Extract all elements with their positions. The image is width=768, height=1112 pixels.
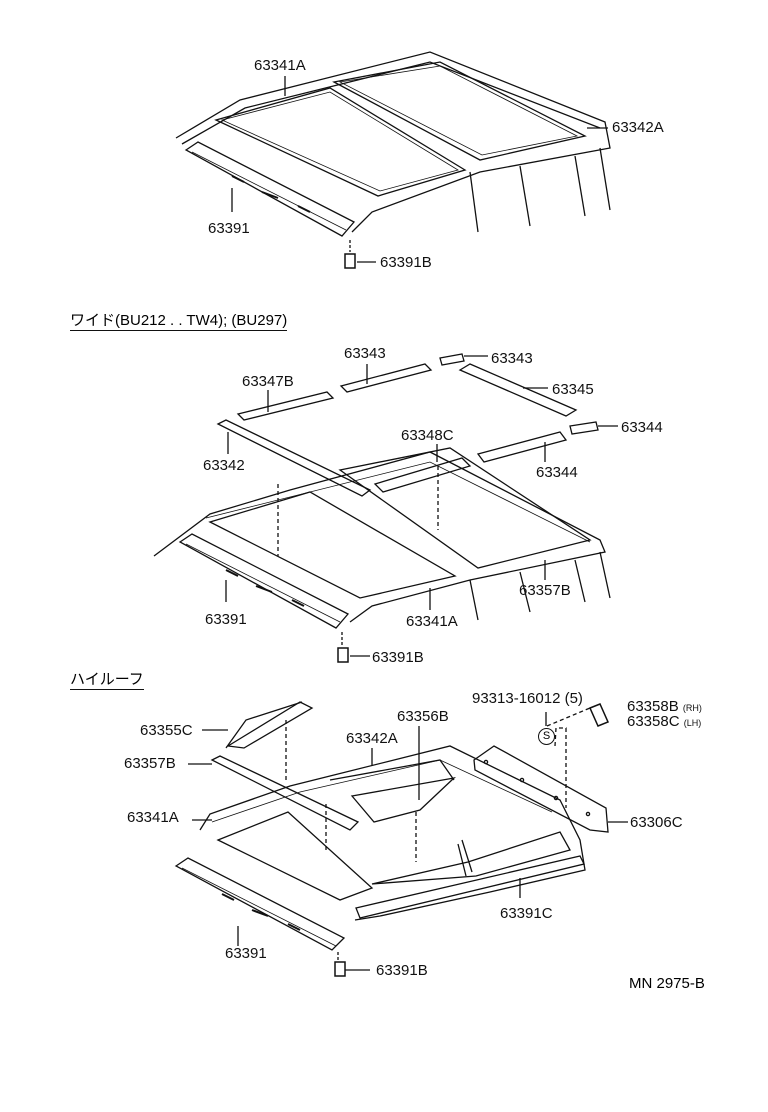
label-63343-a: 63343 xyxy=(344,345,386,362)
label-93313-16012: 93313-16012 (5) xyxy=(472,691,583,706)
label-63357b: 63357B xyxy=(519,582,571,599)
label-63391-s3: 63391 xyxy=(225,945,267,962)
section-heading-high-roof-text: ハイルーフ xyxy=(70,671,144,690)
label-63356b: 63356B xyxy=(397,708,449,725)
roof-assembly-standard xyxy=(175,51,611,269)
diagram-code: MN 2975-B xyxy=(629,975,705,992)
label-63391b-s3: 63391B xyxy=(376,962,428,979)
label-63344-b: 63344 xyxy=(536,464,578,481)
label-63344-a: 63344 xyxy=(621,419,663,436)
label-63358b-text: 63358B xyxy=(627,698,679,715)
label-63345: 63345 xyxy=(552,381,594,398)
label-63341a: 63341A xyxy=(254,57,306,74)
label-63348c: 63348C xyxy=(401,427,454,444)
label-63391b-s2: 63391B xyxy=(372,649,424,666)
label-63391b: 63391B xyxy=(380,254,432,271)
label-63342: 63342 xyxy=(203,457,245,474)
s-symbol-icon: S xyxy=(538,728,555,745)
label-63391-s2: 63391 xyxy=(205,611,247,628)
roof-assembly-wide xyxy=(153,353,618,663)
label-63391: 63391 xyxy=(208,220,250,237)
label-63341a-s2: 63341A xyxy=(406,613,458,630)
bolt-quantity: (5) xyxy=(564,690,583,707)
section-heading-high-roof: ハイルーフ xyxy=(70,671,144,690)
label-63358c-text: 63358C xyxy=(627,713,680,730)
label-63391c: 63391C xyxy=(500,905,553,922)
section-heading-wide-text: ワイド(BU212 . . TW4); (BU297) xyxy=(70,312,288,331)
label-63347b: 63347B xyxy=(242,373,294,390)
section-heading-wide: ワイド(BU212 . . TW4); (BU297) xyxy=(70,312,288,331)
label-63355c: 63355C xyxy=(140,722,193,739)
label-63342a-s3: 63342A xyxy=(346,730,398,747)
label-63357b-s3: 63357B xyxy=(124,755,176,772)
label-rh: (RH) xyxy=(682,703,702,713)
label-63343-b: 63343 xyxy=(491,350,533,367)
label-63306c: 63306C xyxy=(630,814,683,831)
label-63342a: 63342A xyxy=(612,119,664,136)
label-63358b: 63358B (RH) xyxy=(627,699,702,714)
roof-assembly-high-roof xyxy=(174,701,628,977)
label-lh: (LH) xyxy=(683,718,702,728)
bolt-part-number: 93313-16012 xyxy=(472,690,561,707)
label-63341a-s3: 63341A xyxy=(127,809,179,826)
label-63358c: 63358C (LH) xyxy=(627,714,701,729)
